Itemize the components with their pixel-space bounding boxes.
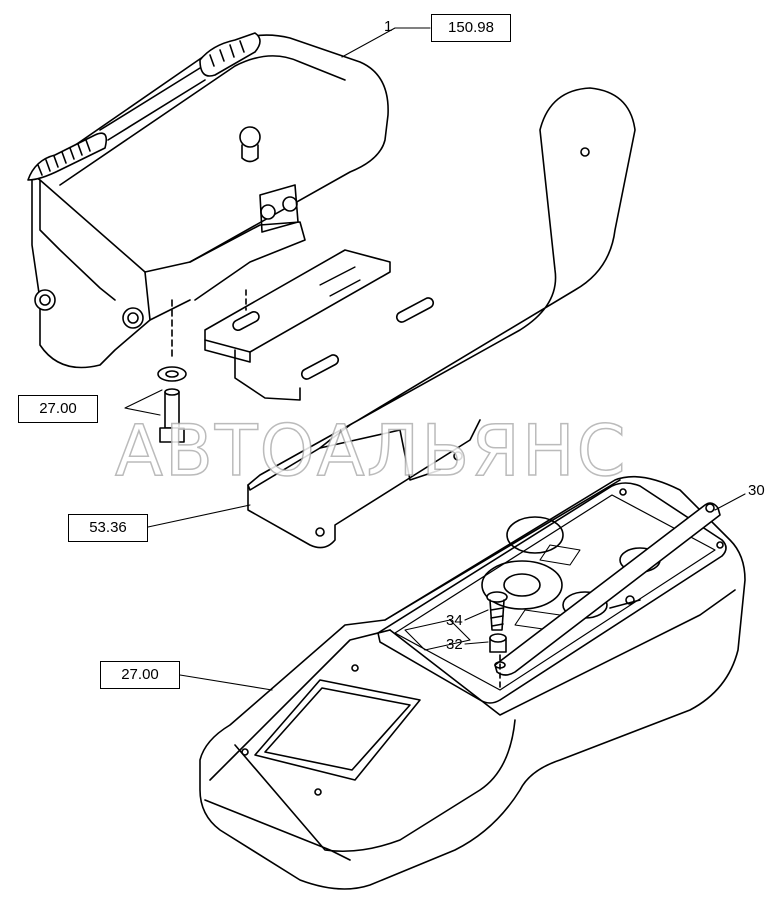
callout-item-32: 32 [446,636,463,653]
mounting-bracket [204,87,636,549]
armrest-cover [27,32,389,369]
leader-lines [124,27,746,691]
reference-box-27-00-bolt[interactable]: 27.00 [18,395,98,423]
callout-item-1: 1 [384,18,393,35]
reference-box-27-00-console[interactable]: 27.00 [100,661,180,689]
callout-item-34: 34 [446,612,463,629]
reference-box-150-98[interactable]: 150.98 [431,14,511,42]
screw-and-bushing [486,591,508,691]
lever-bar [494,502,721,676]
washer-and-bolt [157,299,187,443]
callout-item-30: 30 [748,482,765,499]
reference-box-53-36[interactable]: 53.36 [68,514,148,542]
